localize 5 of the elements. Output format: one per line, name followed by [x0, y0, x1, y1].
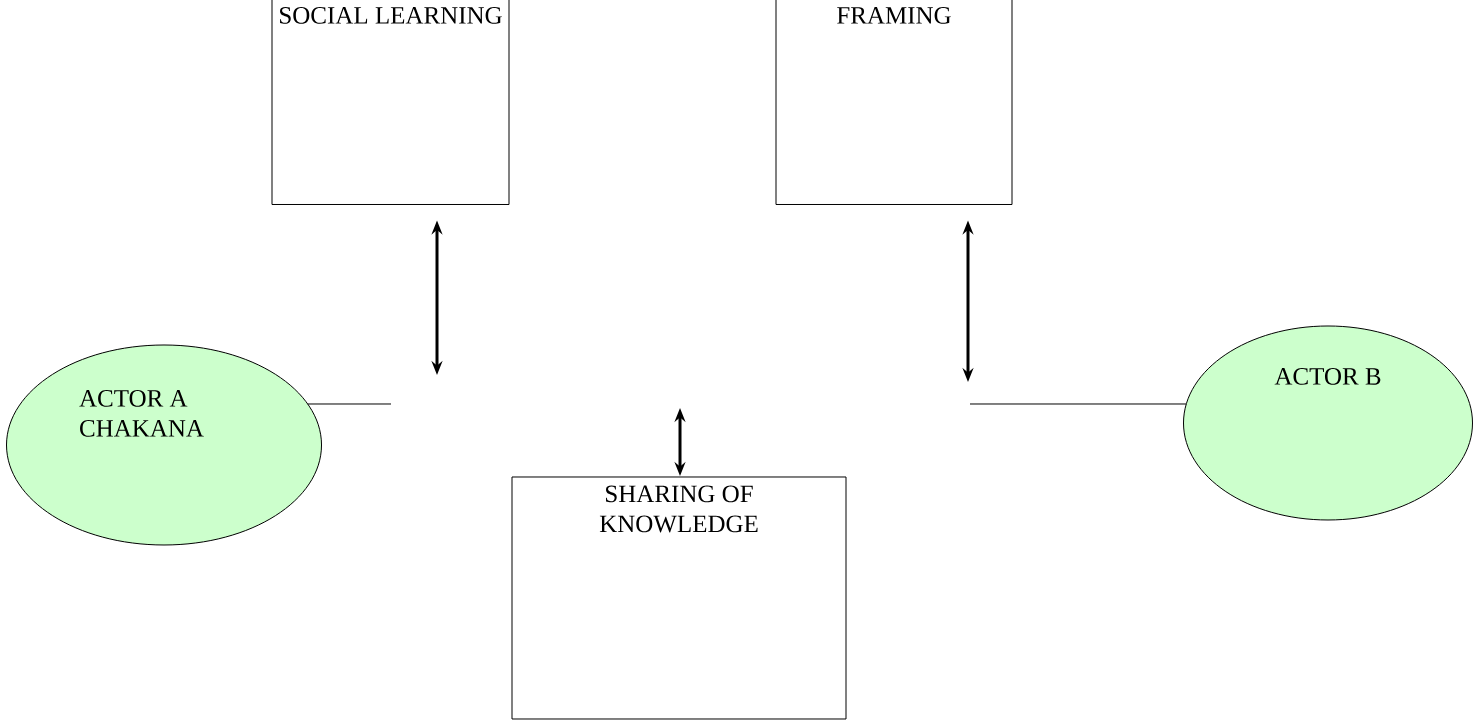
concept-box: FRAMING [775, 0, 1013, 205]
connector-line [307, 403, 392, 405]
concept-box: SHARING OF KNOWLEDGE [511, 476, 847, 720]
connector-line [969, 403, 1187, 405]
concept-box: SOCIAL LEARNING [271, 0, 510, 205]
